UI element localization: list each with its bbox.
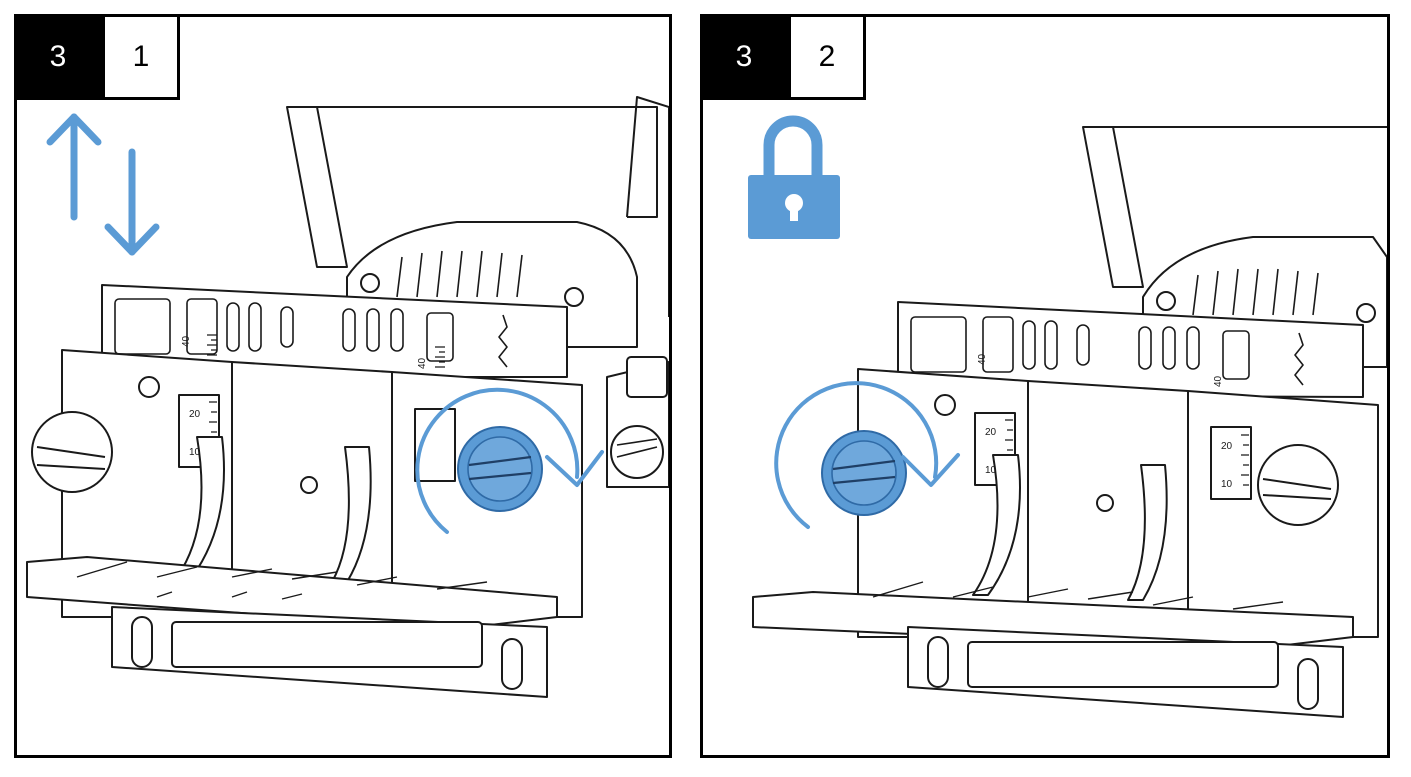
gauge-window-right xyxy=(1210,426,1252,500)
substep-number: 2 xyxy=(788,17,866,100)
screw xyxy=(360,273,380,293)
rotate-clockwise-icon xyxy=(415,387,604,534)
scale-label: 40 xyxy=(417,357,428,369)
gauge-label: 10 xyxy=(985,465,997,476)
base-slot-left xyxy=(131,616,153,668)
hole xyxy=(300,476,318,494)
tray xyxy=(26,556,558,630)
gauge-label: 10 xyxy=(189,447,201,458)
hole xyxy=(934,394,956,416)
gauge-label: 20 xyxy=(189,409,201,420)
hole xyxy=(138,376,160,398)
step-panel-2: 3 2 xyxy=(700,14,1390,758)
substep-number: 1 xyxy=(102,17,180,100)
frame-arm-left xyxy=(286,106,348,268)
hole xyxy=(1096,494,1114,512)
base-slot-right xyxy=(1297,658,1319,710)
step-badge: 3 2 xyxy=(703,17,866,100)
highlighted-knob xyxy=(821,430,907,516)
screw xyxy=(1356,303,1376,323)
claw xyxy=(1127,464,1168,601)
base-slot-left xyxy=(927,636,949,688)
up-down-arrows-icon xyxy=(46,113,160,256)
hex-bolt xyxy=(626,356,668,398)
frame-arm-right xyxy=(626,96,669,317)
base-slot xyxy=(171,621,483,668)
scale-label: 40 xyxy=(181,335,192,347)
step-badge: 3 1 xyxy=(17,17,180,100)
scale-label: 40 xyxy=(1213,375,1224,387)
base-slot-right xyxy=(501,638,523,690)
claw xyxy=(972,454,1021,596)
screw xyxy=(564,287,584,307)
step-panel-1: 3 1 xyxy=(14,14,672,758)
rotate-clockwise-icon xyxy=(774,381,960,529)
machine-illustration: 40 40 20 10 20 10 xyxy=(748,115,1387,718)
rear-plate xyxy=(897,301,1364,398)
step-number: 3 xyxy=(703,17,788,100)
gauge-label: 20 xyxy=(985,427,997,438)
gauge-label: 10 xyxy=(1221,479,1233,490)
step-number: 3 xyxy=(17,17,102,100)
screw xyxy=(1156,291,1176,311)
highlighted-knob xyxy=(457,426,543,512)
tray xyxy=(752,591,1354,650)
gauge-label: 20 xyxy=(1221,441,1233,452)
rear-plate xyxy=(101,284,568,378)
machine-illustration: 40 40 20 10 xyxy=(26,96,669,698)
frame-top xyxy=(317,106,658,218)
base-slot xyxy=(967,641,1279,688)
lock-icon xyxy=(748,115,840,239)
frame-arm-left xyxy=(1082,126,1144,288)
scale-label: 40 xyxy=(977,353,988,365)
